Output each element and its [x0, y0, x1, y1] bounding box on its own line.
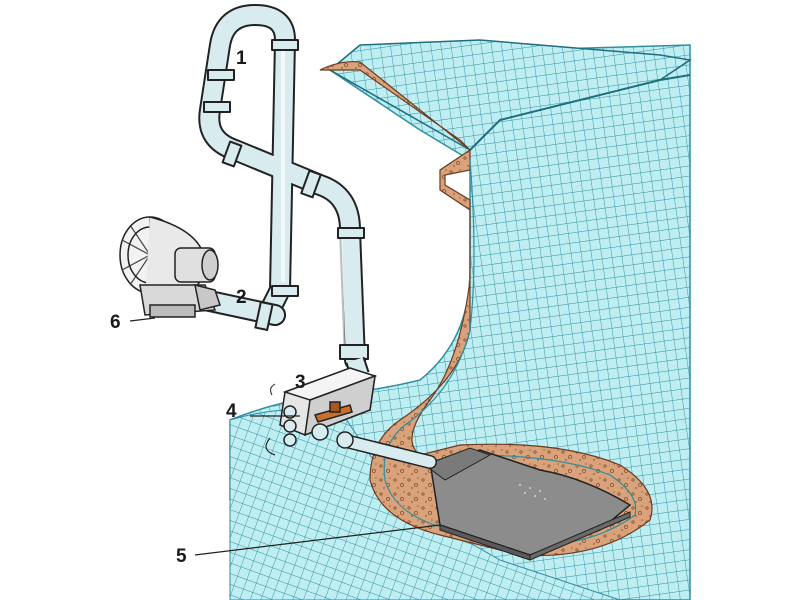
- floor-feed-pipe: [343, 435, 437, 469]
- air-control-unit: [265, 356, 378, 456]
- callout-5: 5: [176, 546, 187, 567]
- callout-4: 4: [226, 401, 237, 422]
- air-pipe-loop: [198, 4, 369, 371]
- callout-leaders: [129, 317, 441, 556]
- callout-6: 6: [110, 312, 121, 333]
- callout-3: 3: [295, 372, 306, 393]
- callout-1: 1: [236, 48, 247, 69]
- soil-section: [319, 61, 653, 557]
- callout-2: 2: [236, 287, 247, 308]
- floor-air-plate: [423, 447, 632, 561]
- pool-coping: [328, 39, 692, 151]
- side-channel-blower: [119, 216, 221, 318]
